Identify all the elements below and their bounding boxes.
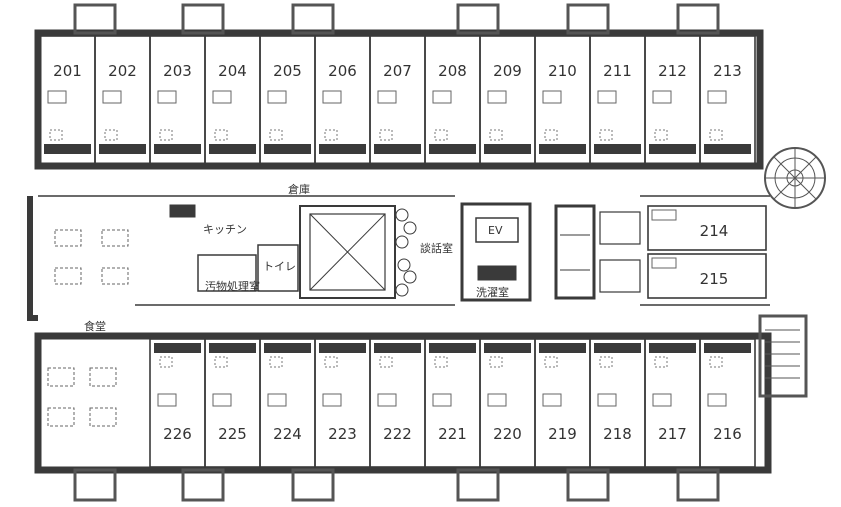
- room-208: 208: [424, 35, 481, 165]
- room-220: 220: [479, 338, 536, 468]
- exterior-stair: [758, 314, 808, 398]
- room-223: 223: [314, 338, 371, 468]
- room-number: 213: [713, 62, 742, 80]
- room-number: 201: [53, 62, 82, 80]
- balcony: [73, 3, 117, 35]
- balcony: [676, 468, 720, 502]
- room-206: 206: [314, 35, 371, 165]
- room-211: 211: [589, 35, 646, 165]
- room-number: 209: [493, 62, 522, 80]
- room-209: 209: [479, 35, 536, 165]
- label-storage: 倉庫: [288, 182, 310, 196]
- room-217: 217: [644, 338, 701, 468]
- room-number: 226: [163, 425, 192, 443]
- label-dining: 食堂: [84, 319, 106, 333]
- room-213: 213: [699, 35, 756, 165]
- room-number: 207: [383, 62, 412, 80]
- generated-rooms: 201 202 203 204 205 206 207 208 209 210 211 212 213 2…: [39, 3, 767, 502]
- balcony: [73, 468, 117, 502]
- room-number: 221: [438, 425, 467, 443]
- room-number: 214: [700, 222, 729, 240]
- room-number: 205: [273, 62, 302, 80]
- room-221: 221: [424, 338, 481, 468]
- room-215: 215: [599, 253, 767, 299]
- room-201: 201: [39, 35, 96, 165]
- balcony: [181, 3, 225, 35]
- room-214: 214: [599, 205, 767, 251]
- room-226: 226: [149, 338, 206, 468]
- label-toilet: トイレ: [263, 260, 296, 273]
- room-number: 215: [700, 270, 729, 288]
- room-210: 210: [534, 35, 591, 165]
- room-number: 218: [603, 425, 632, 443]
- balcony: [291, 3, 335, 35]
- balcony: [456, 3, 500, 35]
- room-219: 219: [534, 338, 591, 468]
- room-number: 220: [493, 425, 522, 443]
- room-number: 225: [218, 425, 247, 443]
- room-number: 222: [383, 425, 412, 443]
- dining-tables: [47, 229, 129, 427]
- balcony: [566, 468, 610, 502]
- room-number: 204: [218, 62, 247, 80]
- room-202: 202: [94, 35, 151, 165]
- room-number: 203: [163, 62, 192, 80]
- room-number: 206: [328, 62, 357, 80]
- balcony: [181, 468, 225, 502]
- room-number: 223: [328, 425, 357, 443]
- room-number: 216: [713, 425, 742, 443]
- balcony: [566, 3, 610, 35]
- label-soiled-utility: 汚物処理室: [205, 279, 260, 293]
- label-laundry: 洗濯室: [476, 285, 509, 299]
- label-kitchen: キッチン: [203, 223, 247, 236]
- room-204: 204: [204, 35, 261, 165]
- balcony: [456, 468, 500, 502]
- label-lounge: 談話室: [420, 241, 453, 255]
- balcony: [676, 3, 720, 35]
- room-number: 211: [603, 62, 632, 80]
- balcony: [291, 468, 335, 502]
- room-number: 212: [658, 62, 687, 80]
- room-203: 203: [149, 35, 206, 165]
- room-218: 218: [589, 338, 646, 468]
- room-212: 212: [644, 35, 701, 165]
- room-number: 202: [108, 62, 137, 80]
- room-222: 222: [369, 338, 426, 468]
- room-number: 219: [548, 425, 577, 443]
- room-number: 217: [658, 425, 687, 443]
- room-224: 224: [259, 338, 316, 468]
- room-number: 208: [438, 62, 467, 80]
- room-216: 216: [699, 338, 756, 468]
- room-number: 224: [273, 425, 302, 443]
- outer-walls: [27, 29, 772, 474]
- room-207: 207: [369, 35, 426, 165]
- spiral-stair: [764, 147, 826, 209]
- room-225: 225: [204, 338, 261, 468]
- label-elevator: EV: [488, 224, 503, 237]
- central-core: [169, 202, 596, 302]
- room-205: 205: [259, 35, 316, 165]
- room-number: 210: [548, 62, 577, 80]
